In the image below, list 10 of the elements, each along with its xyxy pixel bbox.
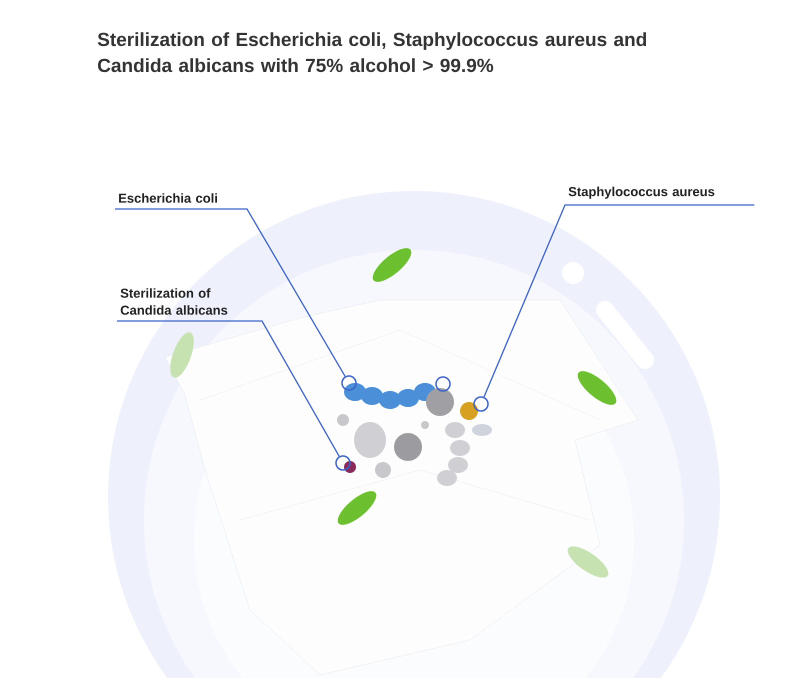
marker-ring bbox=[335, 455, 351, 471]
callout-label: Sterilization of Candida albicans bbox=[120, 288, 228, 315]
marker-ring bbox=[435, 376, 451, 392]
title: Sterilization of Escherichia coli, Staphylococcus aureus and Candida albicans with 75% alcohol > 99.9% bbox=[98, 32, 646, 72]
callout-label: Escherichia coli bbox=[119, 193, 217, 203]
marker-ring bbox=[341, 375, 357, 391]
marker-ring bbox=[473, 396, 489, 412]
leader-line bbox=[483, 204, 754, 398]
callout-label: Staphylococcus aureus bbox=[568, 186, 714, 199]
leader-line bbox=[117, 320, 340, 457]
